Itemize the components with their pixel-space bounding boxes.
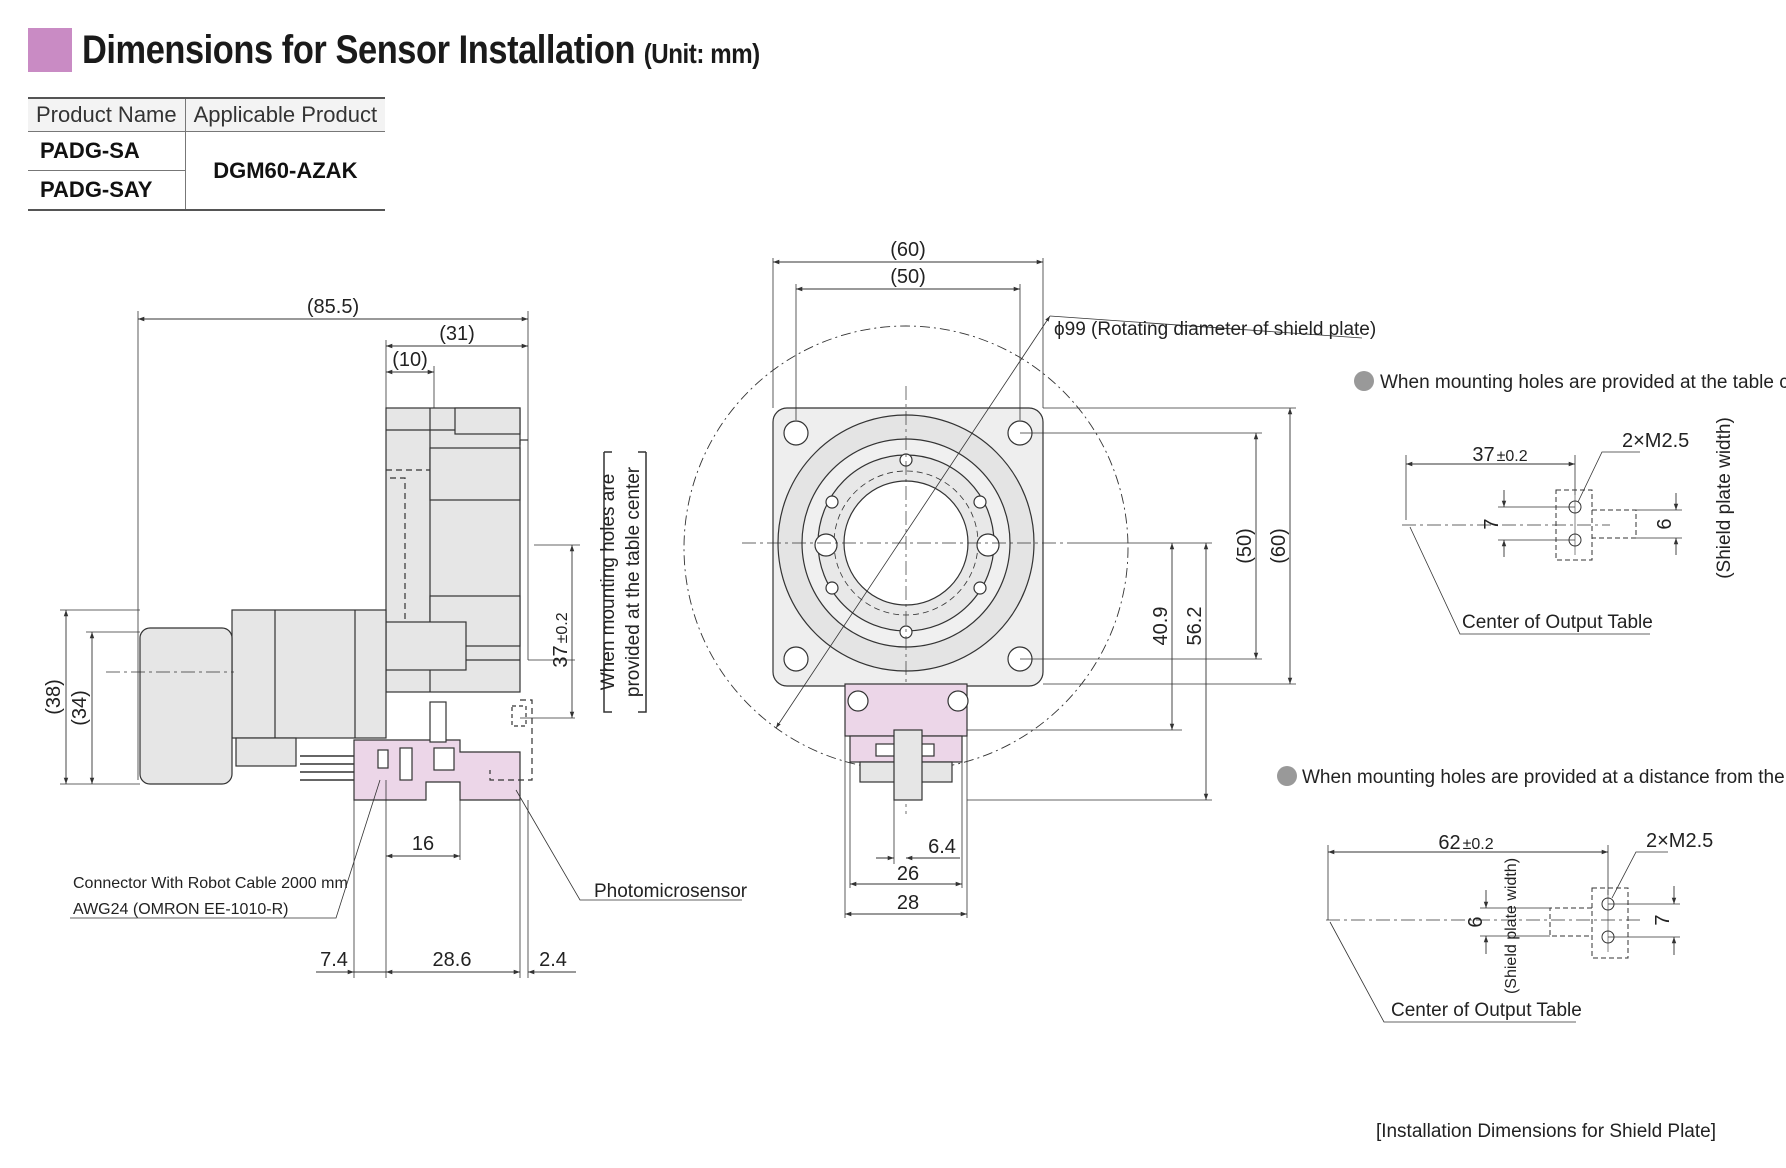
dim-2-4: 2.4 [539, 949, 567, 971]
detail-center-heading: When mounting holes are provided at the … [1380, 372, 1786, 393]
dim-37-tolerance: ±0.2 [554, 612, 571, 643]
dim-60-width: (60) [890, 239, 926, 261]
header-product-name: Product Name [28, 97, 186, 132]
dim-28: 28 [897, 892, 919, 914]
page-title: Dimensions for Sensor Installation(Unit:… [82, 28, 760, 73]
detail-distance-heading: When mounting holes are provided at a di… [1302, 767, 1786, 788]
dim-7-4: 7.4 [320, 949, 348, 971]
mounting-note-line1: When mounting holes are [598, 474, 619, 691]
page-header: Dimensions for Sensor Installation(Unit:… [28, 26, 870, 74]
table-row: PADG-SAY [28, 170, 385, 211]
product-name-cell: PADG-SA [28, 131, 186, 171]
dim-60-height: (60) [1268, 528, 1290, 564]
detail-distance-dim-62: 62±0.2 [1438, 832, 1493, 854]
detail-center-dim-37-number: 37 [1472, 444, 1494, 466]
dim-50-width: (50) [890, 266, 926, 288]
detail-distance-dim-7: 7 [1652, 914, 1674, 925]
detail-distance-dim-6: 6 [1465, 916, 1487, 927]
header-applicable-product: Applicable Product [184, 97, 386, 132]
dim-56-2: 56.2 [1184, 607, 1206, 646]
detail-distance-center-label: Center of Output Table [1391, 1000, 1582, 1021]
detail-center-center-label: Center of Output Table [1462, 612, 1653, 633]
detail-center-shield-width: (Shield plate width) [1714, 417, 1735, 579]
detail-table-center: When mounting holes are provided at the … [1354, 371, 1786, 635]
bullet-icon [1354, 371, 1374, 391]
detail-distance: When mounting holes are provided at a di… [1277, 766, 1786, 1023]
product-table: Product Name Applicable Product PADG-SA … [28, 97, 386, 211]
detail-center-dim-6: 6 [1654, 518, 1676, 529]
dim-37-number: 37 [550, 645, 572, 667]
detail-distance-screws: 2×M2.5 [1646, 830, 1713, 852]
dim-6-4: 6.4 [928, 836, 956, 858]
dim-overall-length: (85.5) [307, 296, 359, 318]
dim-40-9: 40.9 [1150, 607, 1172, 646]
dim-34: (34) [69, 690, 91, 726]
applicable-product-cell: DGM60-AZAK [184, 131, 386, 211]
dim-38: (38) [43, 679, 65, 715]
detail-center-dim-37: 37±0.2 [1472, 444, 1527, 466]
detail-center-dim-37-tol: ±0.2 [1497, 448, 1528, 465]
detail-distance-dim-62-tol: ±0.2 [1463, 836, 1494, 853]
title-color-marker [28, 28, 72, 72]
dim-31: (31) [439, 323, 475, 345]
table-header-row: Product Name Applicable Product [28, 97, 386, 132]
table-row: PADG-SA DGM60-AZAK [28, 131, 386, 211]
bullet-icon [1277, 766, 1297, 786]
front-view [683, 258, 1363, 918]
dim-16: 16 [412, 833, 434, 855]
detail-center-screws: 2×M2.5 [1622, 430, 1689, 452]
product-name-cell: PADG-SAY [28, 170, 186, 211]
dim-28-6: 28.6 [433, 949, 472, 971]
side-view [60, 311, 742, 978]
detail-distance-shield-width: (Shield plate width) [1503, 858, 1520, 994]
dim-50-height: (50) [1234, 528, 1256, 564]
photomicrosensor-label: Photomicrosensor [594, 881, 748, 902]
side-view-labels: (85.5) (31) (10) (38) (34) 37 ±0.2 When m… [43, 296, 748, 971]
title-unit: (Unit: mm) [643, 37, 761, 69]
connector-label-line2: AWG24 (OMRON EE-1010-R) [73, 901, 288, 918]
dim-37-value: 37 ±0.2 [550, 612, 572, 667]
dim-10: (10) [392, 349, 428, 371]
mounting-note-line2: provided at the table center [623, 466, 644, 697]
shield-diameter-label: ϕ99 (Rotating diameter of shield plate) [1054, 319, 1376, 340]
figure-caption: [Installation Dimensions for Shield Plat… [1376, 1121, 1716, 1142]
front-view-labels: (60) (50) ϕ99 (Rotating diameter of shie… [890, 239, 1376, 914]
title-main: Dimensions for Sensor Installation [82, 27, 636, 72]
dim-26: 26 [897, 863, 919, 885]
detail-distance-dim-62-number: 62 [1438, 832, 1460, 854]
connector-label-line1: Connector With Robot Cable 2000 mm [73, 875, 348, 892]
detail-center-dim-7: 7 [1481, 518, 1503, 529]
